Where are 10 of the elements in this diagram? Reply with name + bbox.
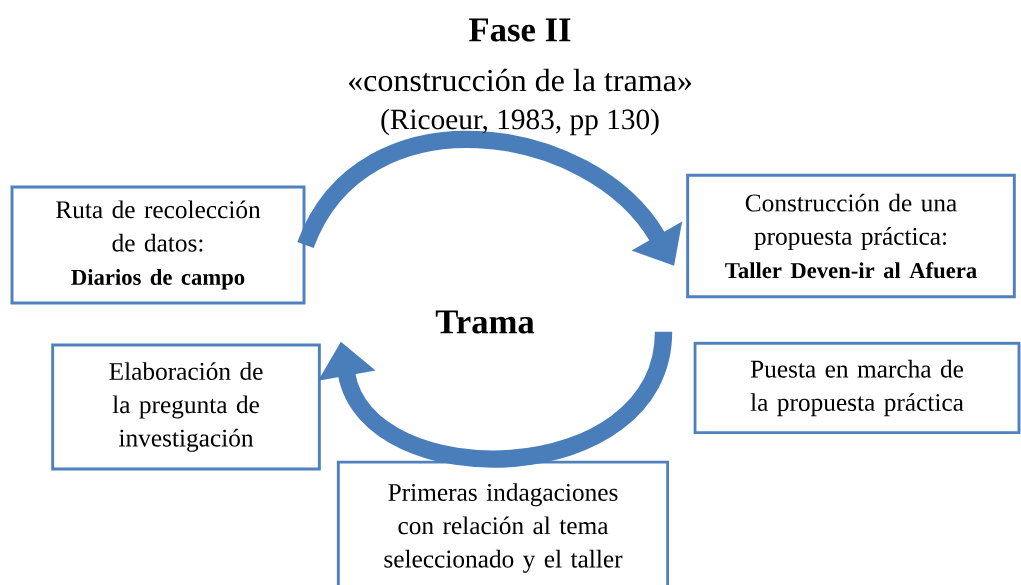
- center-label: Trama: [435, 310, 535, 334]
- title: Fase II: [469, 18, 571, 42]
- subtitle: «construcción de la trama»: [349, 68, 692, 92]
- text-box: Primeras indagaciones con relación al tema seleccionado y el taller: [336, 460, 670, 585]
- citation: (Ricoeur, 1983, pp 130): [381, 108, 659, 136]
- text-box: Construcción de una propuesta práctica: Taller Deven-ir al Afuera: [686, 173, 1016, 299]
- text-box: Elaboración de la pregunta de investigación: [51, 343, 321, 471]
- text-box: Ruta de recolección de datos: Diarios de campo: [10, 185, 306, 305]
- curved-arrow: [318, 330, 673, 468]
- text-box: Puesta en marcha de la propuesta práctica: [693, 341, 1021, 435]
